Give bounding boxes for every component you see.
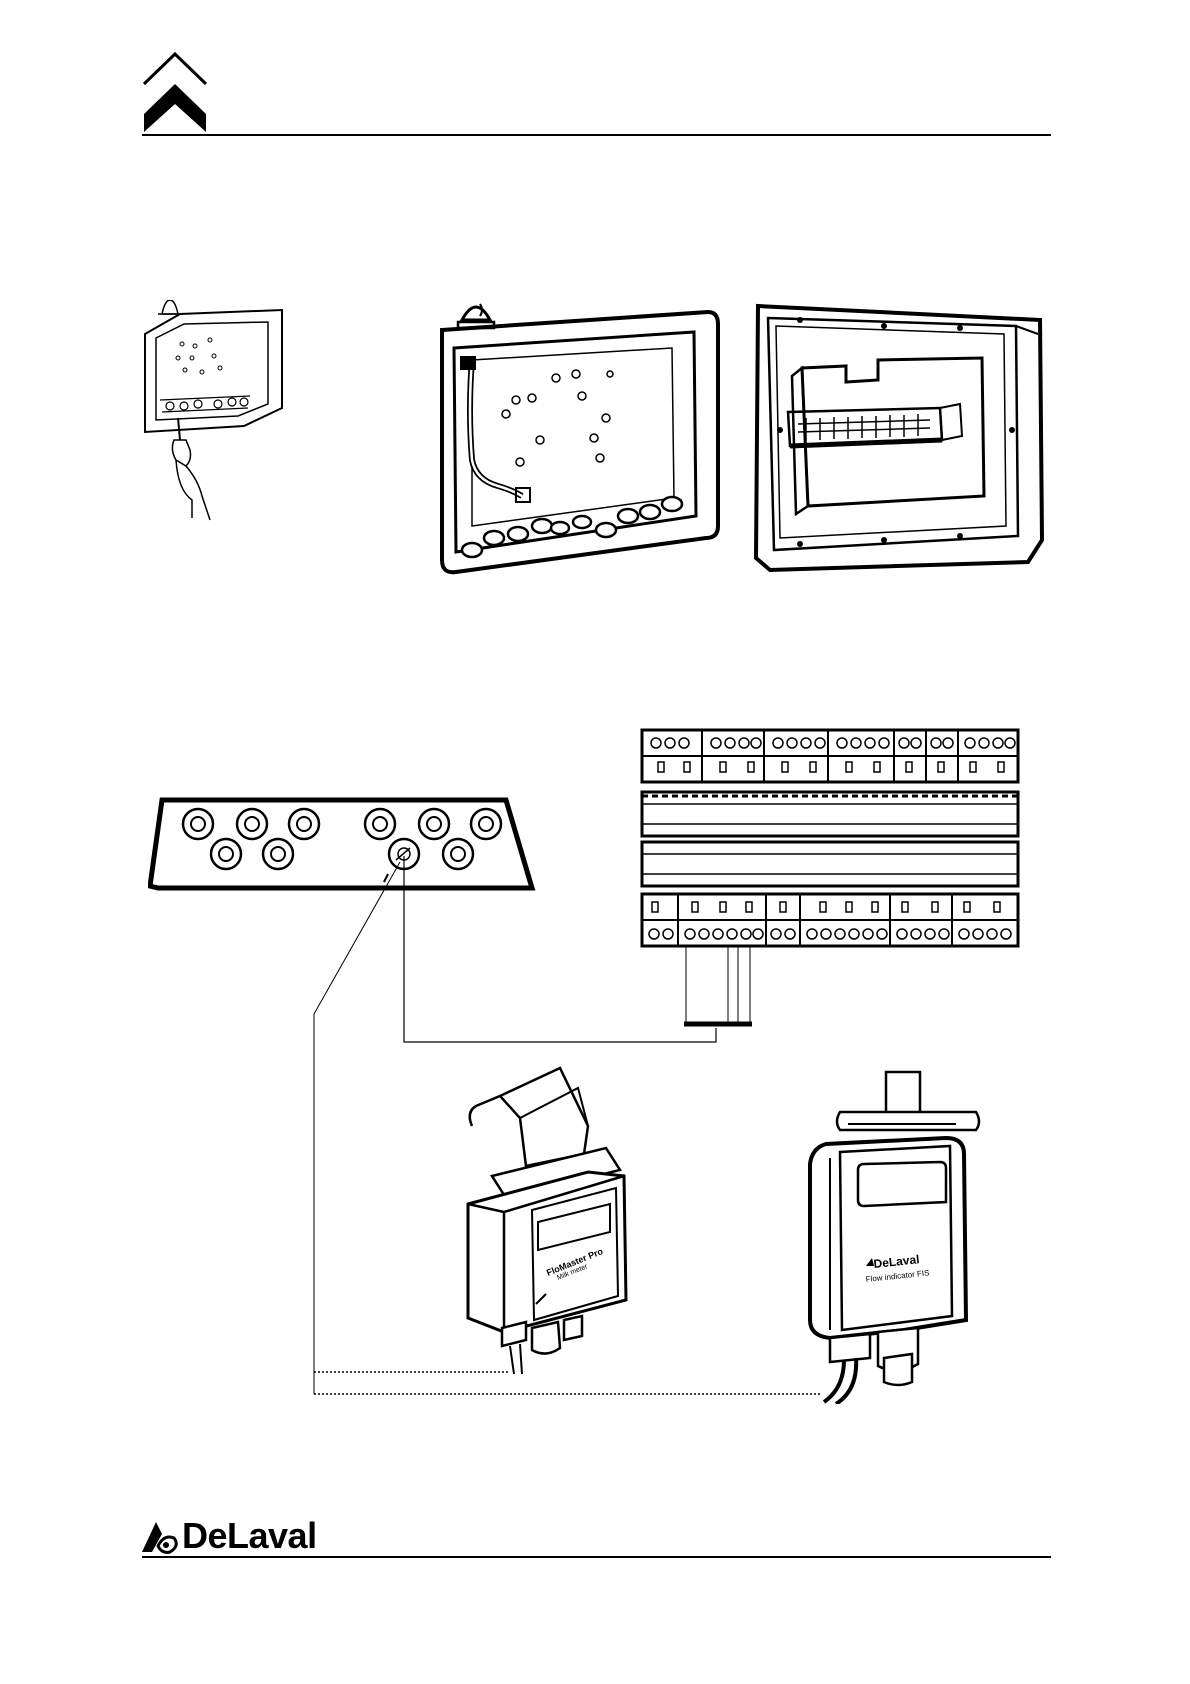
delaval-logo-icon: [140, 1516, 180, 1556]
flow-indicator-device: DeLaval Flow indicator FIS: [800, 1068, 990, 1404]
footer-brand-name: DeLaval: [182, 1516, 317, 1556]
milk-meter-device: FloMaster Pro Milk meter: [462, 1066, 632, 1376]
footer-rule: [142, 1556, 1051, 1558]
